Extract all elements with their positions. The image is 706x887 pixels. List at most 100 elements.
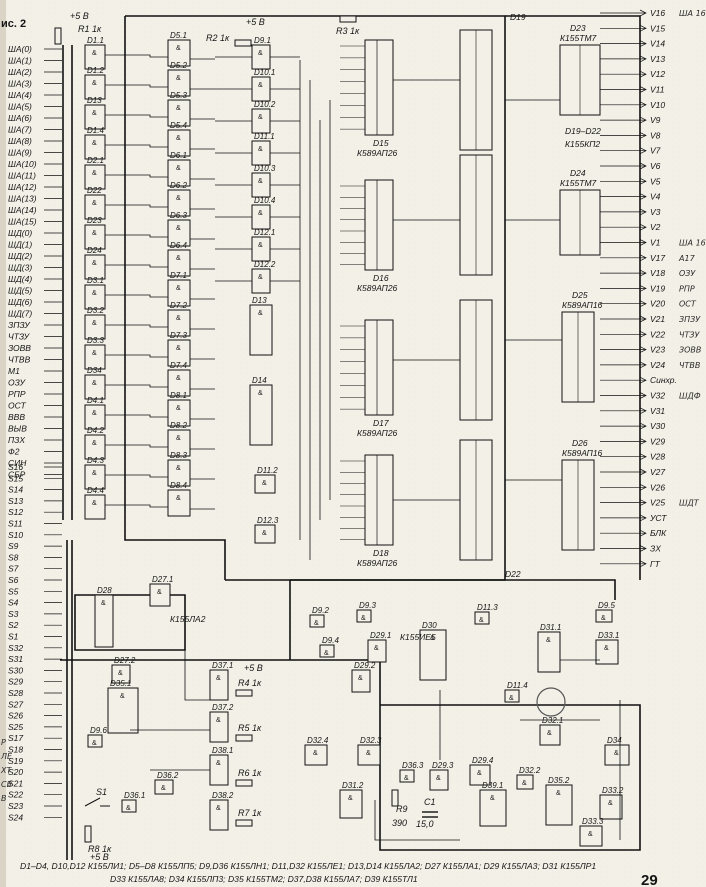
and-gate-symbol: & — [176, 435, 181, 442]
r8-label: R8 1к — [88, 844, 112, 854]
gate-d31 — [84, 284, 106, 310]
flipflop-d23-label: D23 — [570, 23, 586, 33]
and-gate-symbol: & — [92, 380, 97, 387]
output-arrow-icon — [639, 86, 647, 93]
and-gate-symbol: & — [176, 495, 181, 502]
left-input-label: S28 — [8, 688, 23, 698]
handwritten-note: ЗОВВ — [679, 346, 701, 355]
right-output-label: V8 — [650, 130, 661, 140]
interconnect-wire — [184, 620, 210, 701]
and-gate-symbol: & — [374, 645, 379, 652]
gate-d362 — [154, 779, 174, 795]
resistor-r7 — [235, 819, 253, 827]
right-output-label: V7 — [650, 146, 661, 156]
gate-d111 — [251, 140, 271, 166]
power-label-4: +5 В — [90, 852, 109, 862]
gate-d82-label: D8.2 — [170, 421, 187, 430]
resistor-r1 — [54, 27, 62, 45]
gate-d96 — [87, 734, 103, 748]
gate-d84 — [167, 489, 191, 517]
left-input-label: ША(5) — [8, 102, 32, 112]
mux-d19-label: D19 — [510, 12, 526, 22]
and-gate-symbol: & — [176, 165, 181, 172]
right-output-label: V27 — [650, 467, 665, 477]
gate-d312 — [339, 789, 363, 819]
left-input-label: S22 — [8, 790, 23, 800]
gate-d92-label: D9.2 — [312, 606, 329, 615]
output-arrow-icon — [639, 392, 647, 399]
gate-d102 — [251, 108, 271, 134]
left-input-label: ША(13) — [8, 194, 37, 204]
and-gate-symbol: & — [258, 310, 263, 317]
and-gate-symbol: & — [614, 750, 619, 757]
left-input-label: ШД(1) — [8, 240, 32, 250]
gate-d30 — [419, 629, 447, 681]
gate-d91-label: D9.1 — [254, 36, 271, 45]
resistor-r4 — [235, 689, 253, 697]
left-input-label: ШД(6) — [8, 297, 32, 307]
output-arrow-icon — [639, 24, 647, 32]
and-gate-symbol: & — [176, 195, 181, 202]
and-gate-symbol: & — [314, 620, 319, 627]
capacitor-value: 15,0 — [416, 819, 434, 829]
gate-d92 — [309, 614, 325, 628]
right-output-label: V5 — [650, 176, 661, 186]
gate-d23-label: D23 — [87, 216, 102, 225]
gate-d41 — [84, 404, 106, 430]
r6-label: R6 1к — [238, 768, 262, 778]
and-gate-symbol: & — [92, 170, 97, 177]
gate-d332 — [599, 794, 623, 820]
right-output-label: V22 — [650, 329, 665, 339]
handwritten-note: ЧТЗУ — [679, 330, 701, 339]
gate-d382-label: D38.2 — [212, 791, 234, 800]
and-gate-symbol: & — [92, 260, 97, 267]
and-gate-symbol: & — [588, 831, 593, 838]
output-arrow-icon — [639, 223, 647, 231]
gate-d12-label: D1.2 — [87, 66, 104, 75]
and-gate-symbol: & — [258, 114, 263, 121]
gate-wire — [105, 474, 168, 478]
left-input-label: ША(12) — [8, 182, 37, 192]
left-input-label: ША(8) — [8, 136, 32, 146]
left-input-label: S31 — [8, 654, 23, 664]
left-input-label: S21 — [8, 778, 23, 788]
gate-d74 — [167, 369, 191, 397]
and-gate-symbol: & — [490, 795, 495, 802]
and-gate-symbol: & — [479, 617, 484, 624]
gate-d391 — [479, 789, 507, 827]
and-gate-symbol: & — [546, 637, 551, 644]
right-output-label: V10 — [650, 100, 665, 110]
handwritten-note: А17 — [678, 254, 696, 263]
buffer-d25-label: D25 — [572, 290, 588, 300]
gate-d14-label: D1.4 — [87, 126, 104, 135]
and-gate-symbol: & — [176, 45, 181, 52]
and-gate-symbol: & — [366, 750, 371, 757]
right-output-label: V32 — [650, 391, 665, 401]
right-output-label: V28 — [650, 452, 665, 462]
and-gate-symbol: & — [92, 230, 97, 237]
gate-d42-label: D4.2 — [87, 426, 104, 435]
gate-d293-label: D29.3 — [432, 761, 454, 770]
gate-d113-label: D11.3 — [477, 603, 498, 612]
output-arrow-icon — [639, 239, 647, 246]
left-input-label: S15 — [8, 473, 23, 483]
gate-wire — [105, 144, 168, 148]
and-gate-symbol: & — [176, 75, 181, 82]
left-input-label: S23 — [8, 801, 23, 811]
left-input-label: ША(14) — [8, 205, 37, 215]
gate-d44 — [84, 494, 106, 520]
right-output-label: V6 — [650, 161, 661, 171]
gate-d73-label: D7.3 — [170, 331, 187, 340]
left-input-label: S4 — [8, 598, 19, 608]
gate-d363 — [399, 769, 415, 783]
and-gate-symbol: & — [92, 110, 97, 117]
gate-d33 — [84, 344, 106, 370]
output-arrow-icon — [639, 101, 647, 109]
and-gate-symbol: & — [404, 775, 409, 782]
output-arrow-icon — [639, 269, 647, 277]
gate-d14-label: D14 — [252, 376, 267, 385]
output-arrow-icon — [639, 40, 647, 47]
gate-d13-block-label: D13 — [252, 296, 267, 305]
gate-wire — [105, 84, 168, 88]
